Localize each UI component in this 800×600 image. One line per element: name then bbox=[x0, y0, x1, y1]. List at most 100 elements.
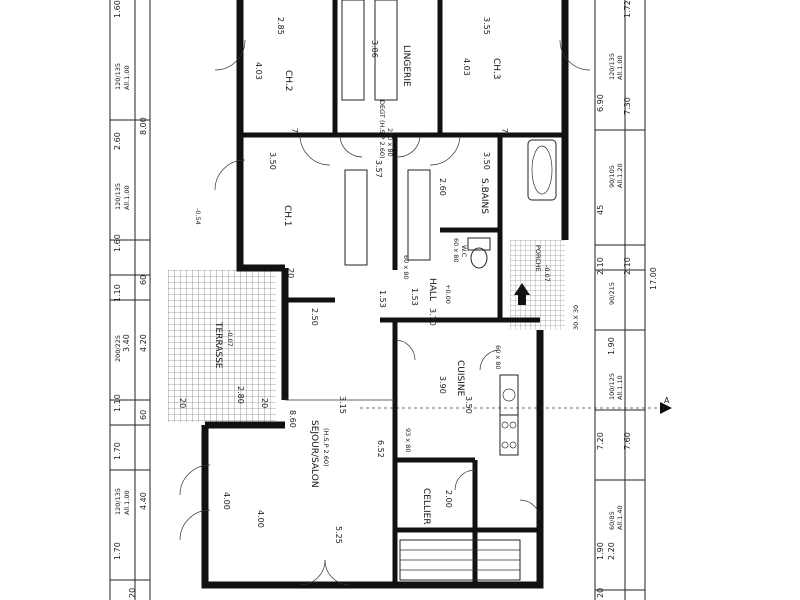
dim-text: 2.80 bbox=[236, 386, 245, 404]
room-label-ch3: CH.3 bbox=[491, 58, 501, 79]
dim-text: 4.20 bbox=[139, 334, 148, 352]
dim-text: 1.53 bbox=[410, 288, 419, 306]
dim-text: 100/125 bbox=[608, 373, 616, 400]
dim-text: 5.25 bbox=[334, 526, 343, 544]
dim-text: 20 bbox=[596, 588, 605, 598]
stove-icon bbox=[499, 414, 519, 456]
dim-text: All.1.00 bbox=[123, 185, 131, 210]
dim-text: 1.90 bbox=[607, 337, 616, 355]
dim-text: 3.06 bbox=[370, 40, 379, 58]
dim-text: 120/135 bbox=[608, 53, 616, 80]
room-label-cuisine: CUISINE bbox=[455, 360, 465, 397]
dim-text: 4.00 bbox=[256, 510, 265, 528]
dim-text: 3.50 bbox=[482, 152, 491, 170]
dim-text: 2.50 bbox=[310, 308, 319, 326]
dim-text: 120/135 bbox=[114, 63, 122, 90]
dim-text: 8.00 bbox=[139, 117, 148, 135]
dim-text: 7 bbox=[290, 128, 299, 133]
dim-text: 60 bbox=[139, 275, 148, 285]
dim-text: 3.70 bbox=[428, 308, 437, 326]
dim-text: -0.54 bbox=[194, 208, 202, 225]
dim-text: 3.50 bbox=[464, 396, 473, 414]
door-swings bbox=[179, 39, 591, 586]
dim-text: All.1.10 bbox=[616, 375, 624, 400]
window-labels: 200 x 80 60 x 80 60 x 80 93 x 80 60 x 80 bbox=[386, 128, 502, 453]
dim-text: All.1.40 bbox=[616, 505, 624, 530]
right-dimension-texts: 1.72 120/135 All.1.00 6.90 7.30 90/105 A… bbox=[596, 0, 658, 598]
terrasse-level: -0.07 bbox=[226, 330, 234, 347]
dim-text: 1.60 bbox=[113, 0, 122, 18]
dim-text: 120/135 bbox=[114, 488, 122, 515]
dim-text: 8.60 bbox=[288, 410, 297, 428]
window-label: 60 x 80 bbox=[494, 345, 502, 370]
porch-arrow-icon bbox=[514, 283, 530, 305]
dim-text: 17.00 bbox=[649, 267, 658, 290]
room-label-sbains: S.BAINS bbox=[479, 178, 489, 214]
dim-text: 1.10 bbox=[113, 284, 122, 302]
dim-text: 60 bbox=[139, 410, 148, 420]
dim-text: 2.00 bbox=[444, 490, 453, 508]
dim-text: 2.20 bbox=[607, 542, 616, 560]
window-label: 93 x 80 bbox=[404, 428, 412, 453]
toilet-icon bbox=[467, 237, 491, 269]
right-dimension-lines bbox=[594, 0, 646, 600]
dim-text: 20 bbox=[260, 398, 269, 408]
dim-text: 1.10 bbox=[113, 394, 122, 412]
porche-level: -0.07 bbox=[543, 265, 551, 282]
interior-dimension-texts: 2.85 3.55 4.03 4.03 3.06 3.50 3.57 2.60 … bbox=[178, 17, 580, 544]
dim-text: 4.40 bbox=[139, 492, 148, 510]
dim-text: 30 X 30 bbox=[572, 305, 580, 330]
room-label-ch2: CH.2 bbox=[283, 70, 293, 91]
dim-text: 200/225 bbox=[114, 335, 122, 362]
dim-text: 2.10 bbox=[596, 257, 605, 275]
room-label-porche: PORCHE bbox=[534, 245, 542, 272]
window-label: 200 x 80 bbox=[386, 128, 394, 157]
window-label: 60 x 80 bbox=[452, 238, 460, 263]
dim-text: 20 bbox=[178, 398, 187, 408]
room-label-sejour: SEJOUR/SALON bbox=[309, 420, 319, 488]
dim-text: 20 bbox=[128, 588, 137, 598]
window-label: 60 x 80 bbox=[402, 255, 410, 280]
dim-text: 90/105 bbox=[608, 165, 616, 188]
sink-icon bbox=[499, 374, 519, 416]
dim-text: 90/215 bbox=[608, 282, 616, 305]
sejour-hsp: (H.S.P 2.60) bbox=[322, 428, 330, 467]
room-label-lingerie: LINGERIE bbox=[401, 45, 411, 87]
dim-text: 2.60 bbox=[438, 178, 447, 196]
dim-text: 7.20 bbox=[596, 432, 605, 450]
exterior-walls bbox=[201, 0, 569, 589]
dim-text: 1.70 bbox=[113, 442, 122, 460]
dim-text: All.1.20 bbox=[616, 163, 624, 188]
interior-walls bbox=[240, 0, 565, 585]
dim-text: 7.60 bbox=[623, 432, 632, 450]
left-dimension-lines bbox=[109, 0, 151, 600]
dim-text: 60/85 bbox=[608, 511, 616, 530]
dim-text: 3.90 bbox=[438, 376, 447, 394]
section-marker: A bbox=[664, 396, 670, 405]
dim-text: 3.50 bbox=[268, 152, 277, 170]
bathtub-icon bbox=[527, 139, 557, 201]
dim-text: +0.00 bbox=[444, 284, 452, 304]
room-label-terrasse: TERRASSE bbox=[213, 321, 223, 369]
dim-text: 45 bbox=[596, 205, 605, 215]
dim-text: 2.60 bbox=[113, 132, 122, 150]
dim-text: 3.57 bbox=[374, 160, 383, 178]
stair-lines bbox=[400, 549, 520, 571]
dim-text: 20 bbox=[286, 268, 295, 278]
porch-tiles bbox=[510, 240, 565, 330]
dim-text: 120/135 bbox=[114, 183, 122, 210]
dim-text: All.1.00 bbox=[123, 490, 131, 515]
dim-text: 3.15 bbox=[338, 396, 347, 414]
dim-text: 1.90 bbox=[596, 542, 605, 560]
dim-text: 1.70 bbox=[113, 542, 122, 560]
dim-text: 6.52 bbox=[376, 440, 385, 458]
room-label-degt: DEGT (H.S.P 2.60) bbox=[378, 100, 386, 159]
room-labels: CH.2 CH.3 LINGERIE DEGT (H.S.P 2.60) CH.… bbox=[213, 45, 551, 525]
dim-text: All.1.00 bbox=[123, 65, 131, 90]
dim-text: 1.72 bbox=[623, 0, 632, 18]
dim-text: 3.40 bbox=[122, 334, 131, 352]
terrace-tiles bbox=[168, 270, 276, 422]
dim-text: 1.60 bbox=[113, 234, 122, 252]
room-label-hall: HALL bbox=[427, 278, 437, 301]
